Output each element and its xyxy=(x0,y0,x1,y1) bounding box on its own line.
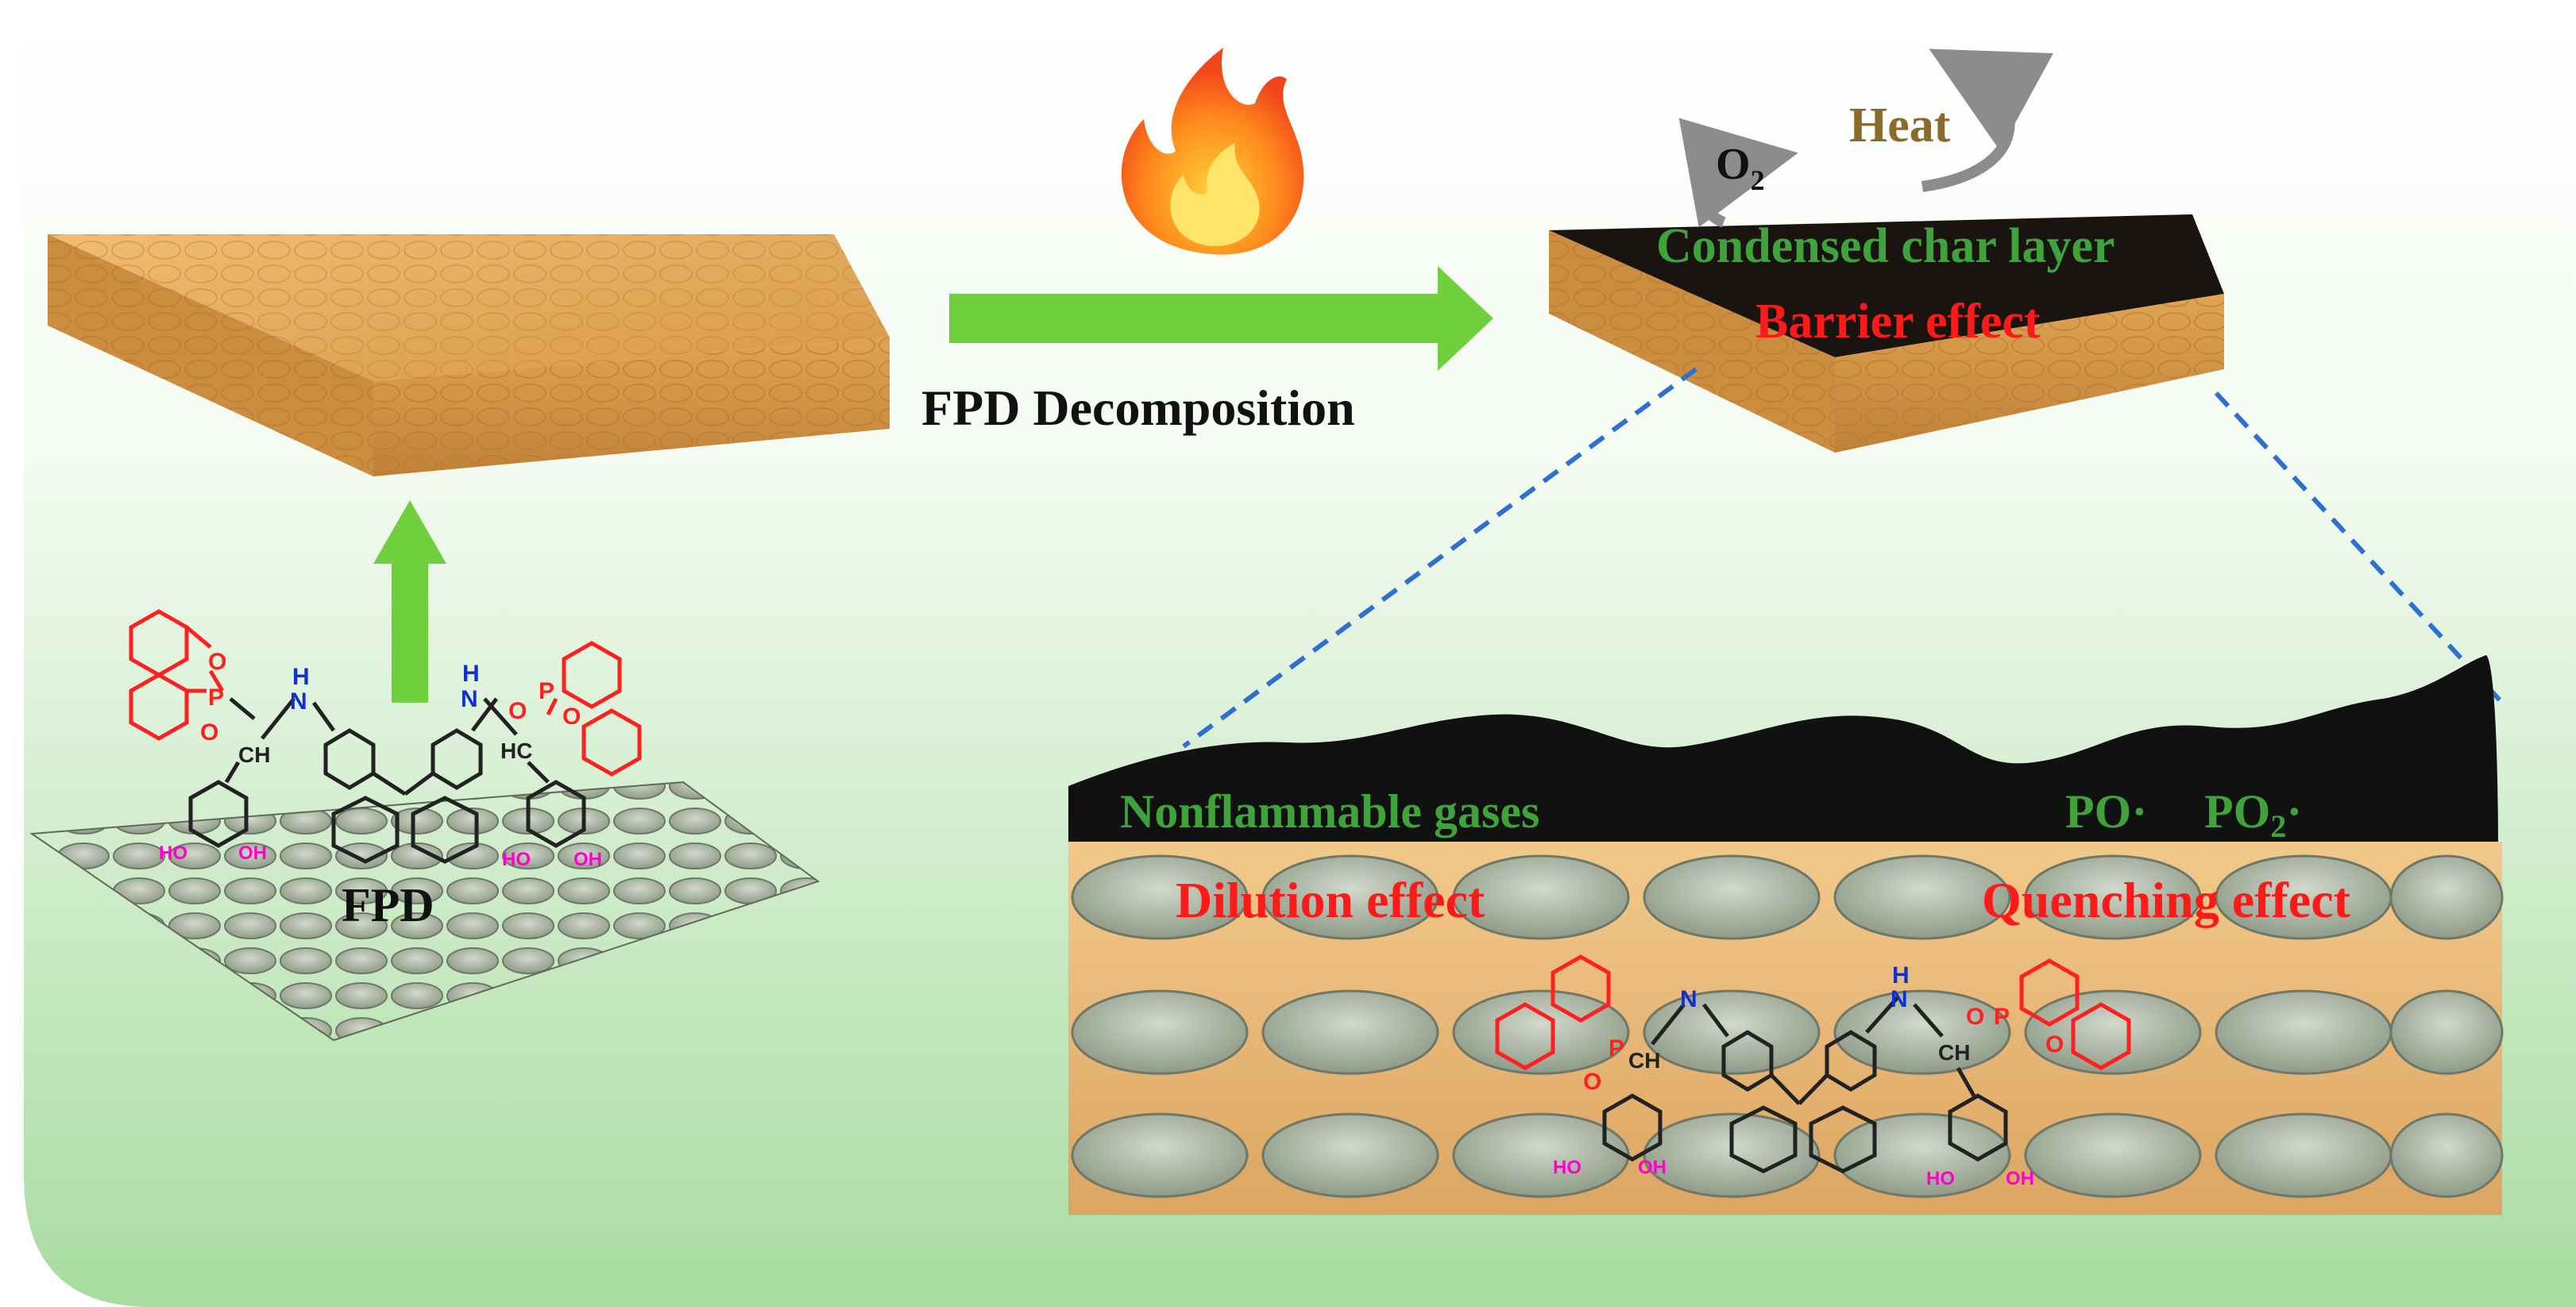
atom-h-section-right: H xyxy=(1892,962,1910,989)
atom-o-left-2: O xyxy=(200,719,218,746)
curved-arrow-icon xyxy=(1678,118,1798,228)
atom-ch-section-right: CH xyxy=(1938,1040,1970,1065)
fpd-molecule-left: O P O CH N H HO OH N H HC xyxy=(129,609,642,870)
curved-arrow-icon-heat xyxy=(1921,48,2054,192)
po-radical-label: PO· xyxy=(2065,785,2147,838)
char-layer xyxy=(1068,655,2498,842)
atom-o-section-right: O xyxy=(1966,1004,1984,1030)
atom-ho-section-right: HO xyxy=(1926,1168,1955,1189)
atom-o-section: O xyxy=(1583,1069,1601,1095)
wood-block-right xyxy=(1549,214,2224,453)
atom-p-left: P xyxy=(208,684,224,711)
right-arrow-icon xyxy=(949,266,1493,371)
atom-hc-right: HC xyxy=(500,738,532,763)
up-arrow-icon xyxy=(373,500,446,703)
atom-n-section-right: N xyxy=(1890,986,1908,1012)
nonflammable-label: Nonflammable gases xyxy=(1120,785,1539,838)
atom-oh-section-right: OH xyxy=(2006,1168,2034,1189)
atom-n-left: N xyxy=(290,688,307,715)
cross-section-panel xyxy=(1068,655,2504,1215)
atom-h-left: H xyxy=(292,664,310,690)
fabric-textile xyxy=(29,781,821,1042)
atom-ho-section-left: HO xyxy=(1553,1157,1582,1178)
atom-oh-section-left: OH xyxy=(1638,1157,1666,1178)
atom-p-section: P xyxy=(1609,1035,1624,1062)
atom-o-right: O xyxy=(508,698,527,724)
heat-label: Heat xyxy=(1849,98,1951,152)
atom-o-section-right-2: O xyxy=(2045,1031,2064,1058)
char-layer-label: Condensed char layer xyxy=(1656,219,2115,273)
atom-oh-right: OH xyxy=(574,849,602,870)
atom-p-section-right: P xyxy=(1994,1004,2010,1030)
atom-ho-left: HO xyxy=(159,842,187,864)
dilution-effect-label: Dilution effect xyxy=(1176,872,1485,928)
atom-p-right: P xyxy=(539,678,554,704)
atom-o-right-2: O xyxy=(562,704,581,730)
atom-ho-right: HO xyxy=(502,849,531,870)
fpd-label: FPD xyxy=(342,879,434,931)
barrier-effect-label: Barrier effect xyxy=(1755,295,2041,349)
atom-n-right: N xyxy=(461,686,478,712)
atom-n-section: N xyxy=(1680,986,1697,1012)
zoom-line-left xyxy=(1182,367,1697,749)
atom-h-right: H xyxy=(462,661,480,687)
po2-radical-label: PO2· xyxy=(2204,785,2302,844)
wood-block-left xyxy=(48,234,890,476)
flame-icon xyxy=(1121,48,1304,255)
decomposition-label: FPD Decomposition xyxy=(921,380,1355,436)
atom-o-left: O xyxy=(208,649,226,675)
zoom-line-right xyxy=(2214,391,2505,705)
atom-ch-left: CH xyxy=(238,742,270,767)
atom-oh-left: OH xyxy=(238,842,267,864)
fpd-molecule-section: P O CH N HO OH N H CH P O O xyxy=(1495,954,2131,1189)
oxygen-label: O2 xyxy=(1716,140,1765,196)
atom-ch-section: CH xyxy=(1628,1048,1660,1073)
quenching-effect-label: Quenching effect xyxy=(1982,872,2351,928)
